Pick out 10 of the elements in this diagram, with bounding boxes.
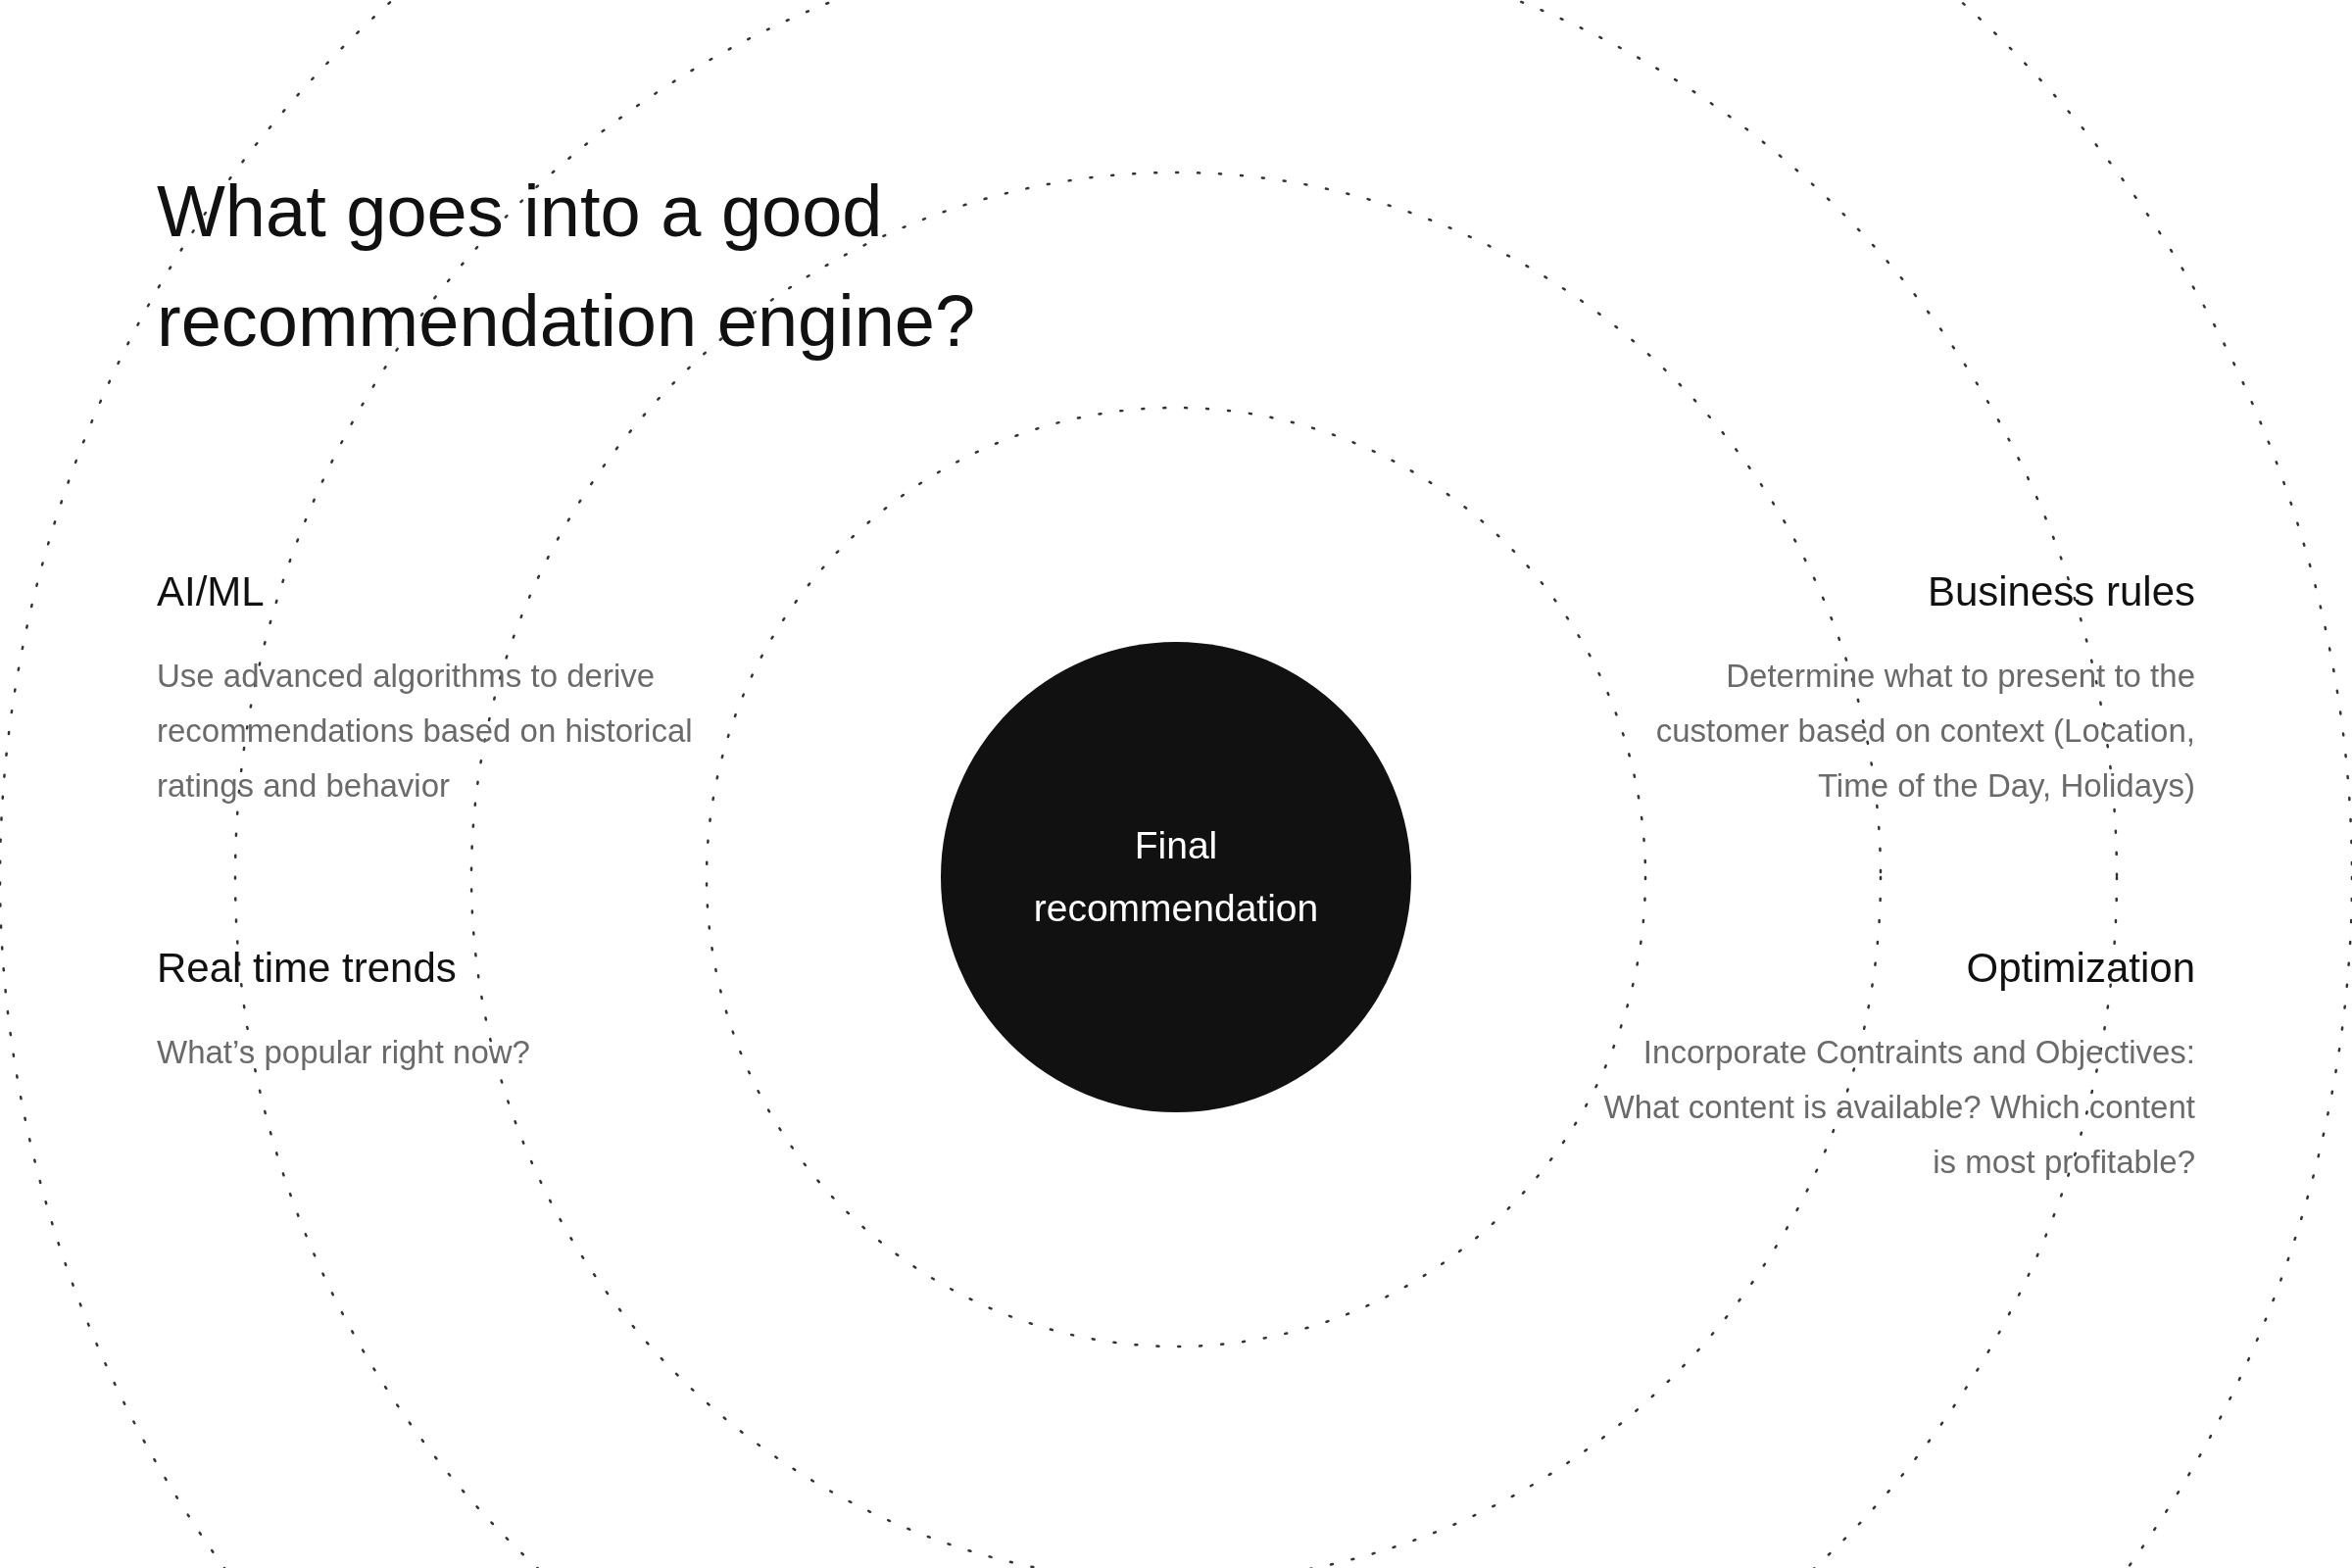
section-heading: Business rules (1926, 568, 2195, 615)
section-heading: AI/ML (157, 568, 266, 615)
section-text: Determine what to present to the customer based on context (Location, Time of the Day, Holidays) (1654, 657, 2195, 806)
section-heading: Real time trends (157, 945, 458, 992)
node-label: Final recommendation (1032, 823, 1320, 931)
section-heading: Optimization (1965, 945, 2195, 992)
section-text: Use advanced algorithms to derive recommendations based on historical ratings and behavior (157, 657, 694, 806)
title: What goes into a good recommendation engine? (157, 170, 977, 364)
section-text: Incorporate Contraints and Objectives: What content is available? Which content is most profitable? (1602, 1033, 2195, 1182)
section-text: What’s popular right now? (157, 1033, 531, 1072)
